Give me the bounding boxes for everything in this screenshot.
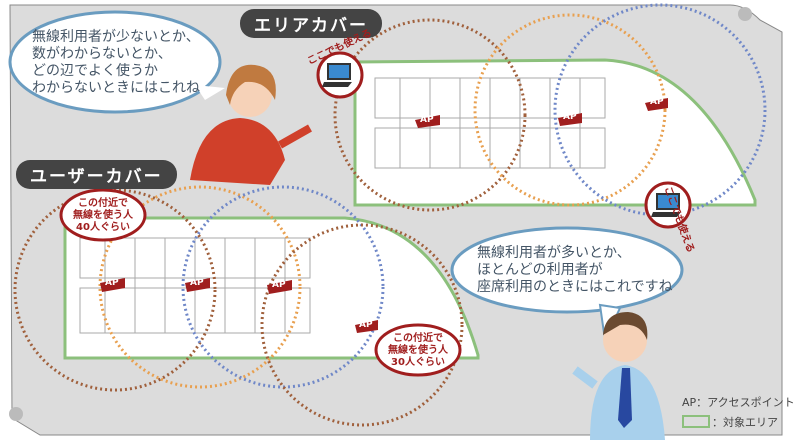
coverage-circle-brown bbox=[260, 223, 464, 427]
access-point-icon bbox=[415, 115, 440, 128]
target-area-swatch bbox=[682, 415, 710, 428]
woman-speech-bubble bbox=[8, 10, 222, 114]
coverage-circle-orange bbox=[473, 13, 667, 207]
man-speech-text: 無線利用者が多いとか、 ほとんどの利用者が 座席利用のときにはこれですね bbox=[477, 245, 673, 296]
callout-line: この付近で bbox=[393, 333, 443, 344]
speech-line: 数がわからないとか、 bbox=[32, 46, 172, 62]
access-point-icon bbox=[558, 113, 582, 126]
callout-line: この付近で bbox=[78, 198, 128, 209]
ap-label: AP bbox=[650, 97, 664, 107]
speech-line: 無線利用者が少ないとか、 bbox=[32, 29, 200, 45]
ap-label: AP bbox=[563, 112, 577, 122]
ap-label: AP bbox=[272, 280, 286, 290]
user-cover-title: ユーザーカバー bbox=[16, 160, 177, 189]
access-point-icon bbox=[100, 278, 125, 292]
coverage-circle-orange bbox=[98, 185, 302, 389]
area-cover-title: エリアカバー bbox=[240, 9, 382, 38]
paper-curl-icon bbox=[738, 7, 752, 21]
coverage-circle-blue bbox=[553, 3, 767, 217]
callout-line: 40人ぐらい bbox=[76, 222, 130, 233]
callout-line: 30人ぐらい bbox=[391, 357, 445, 368]
access-point-icon bbox=[185, 278, 210, 292]
laptop-icon bbox=[656, 193, 680, 210]
speech-line: ほとんどの利用者が bbox=[477, 262, 603, 278]
speech-line: どの辺でよく使うか bbox=[32, 63, 158, 79]
floor-plan-top bbox=[353, 58, 757, 207]
access-point-icon bbox=[267, 280, 292, 294]
users-40-callout bbox=[59, 188, 147, 242]
coverage-circle-blue bbox=[181, 185, 385, 389]
callout-line: 無線を使う人 bbox=[388, 345, 448, 356]
laptop-icon bbox=[327, 63, 351, 80]
users-30-text: この付近で 無線を使う人 30人ぐらい bbox=[387, 333, 449, 369]
callout-line: 無線を使う人 bbox=[73, 210, 133, 221]
ap-label: AP bbox=[190, 278, 204, 288]
legend-target-area: ：対象エリア bbox=[712, 416, 778, 429]
woman-speech-text: 無線利用者が少ないとか、 数がわからないとか、 どの辺でよく使うか わからないと… bbox=[32, 29, 200, 97]
users-40-text: この付近で 無線を使う人 40人ぐらい bbox=[72, 198, 134, 234]
man-illustration bbox=[572, 312, 665, 440]
users-30-callout bbox=[374, 323, 462, 377]
woman-illustration bbox=[190, 64, 312, 185]
man-speech-bubble bbox=[450, 226, 684, 314]
speech-line: わからないときにはこれね bbox=[32, 80, 200, 96]
speech-line: 無線利用者が多いとか、 bbox=[477, 245, 631, 261]
ap-label: AP bbox=[420, 115, 434, 125]
coverage-circle-brown bbox=[333, 18, 527, 212]
legend-ap: AP：アクセスポイント bbox=[682, 396, 795, 409]
ap-markers bbox=[100, 98, 668, 333]
paper-curl-icon bbox=[9, 407, 23, 421]
access-point-icon bbox=[355, 320, 378, 333]
access-point-icon bbox=[645, 98, 668, 111]
ap-label: AP bbox=[359, 320, 373, 330]
ap-label: AP bbox=[105, 278, 119, 288]
speech-line: 座席利用のときにはこれですね bbox=[477, 279, 673, 295]
